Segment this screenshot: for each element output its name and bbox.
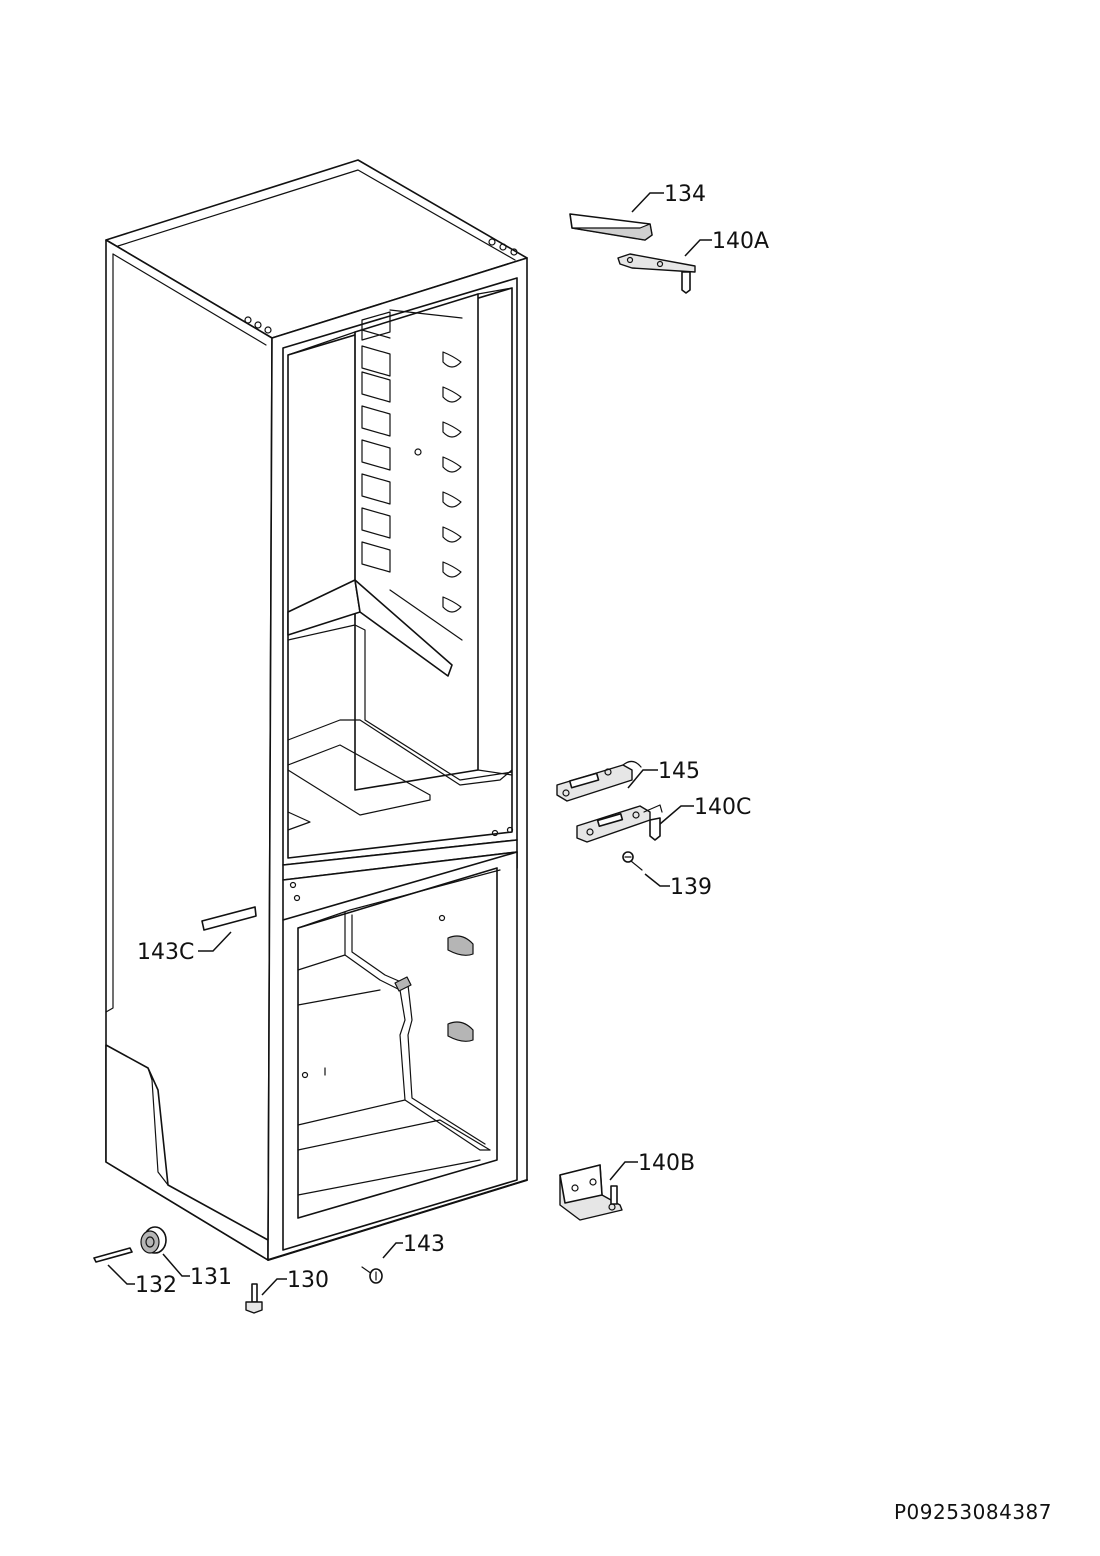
label-140C: 140C	[694, 795, 751, 820]
label-131: 131	[190, 1265, 232, 1290]
label-132: 132	[135, 1273, 177, 1298]
document-code: P09253084387	[893, 1500, 1052, 1524]
freezer-clip-upper	[447, 935, 474, 956]
label-143: 143	[403, 1232, 445, 1257]
part-140C-middle-hinge	[576, 804, 663, 843]
top-hinge-holes	[244, 238, 518, 334]
part-labels: 134 140A 145 140C 139 143C 140B 143 132 …	[135, 182, 769, 1298]
label-134: 134	[664, 182, 706, 207]
label-130: 130	[287, 1268, 329, 1293]
left-wall-ribs	[361, 311, 391, 573]
part-140B-bottom-hinge	[559, 1164, 623, 1221]
crisper-area	[287, 624, 513, 831]
label-143C: 143C	[137, 940, 194, 965]
cabinet	[105, 159, 528, 1261]
freezer-clip-lower	[447, 1021, 474, 1042]
part-140A-top-hinge	[617, 253, 696, 294]
part-134-hinge-cover	[569, 213, 653, 241]
label-140A: 140A	[712, 229, 769, 254]
part-145-hinge-plate	[556, 760, 642, 802]
part-131-wheel	[140, 1226, 167, 1254]
part-130-adjustable-foot	[245, 1283, 263, 1314]
label-140B: 140B	[638, 1151, 695, 1176]
freezer-compartment	[282, 851, 518, 1251]
part-143-bolt	[361, 1266, 383, 1284]
label-139: 139	[670, 875, 712, 900]
shelf-supports	[442, 351, 462, 613]
part-143C-label-strip	[201, 906, 257, 931]
label-145: 145	[658, 759, 700, 784]
part-132-pin	[93, 1247, 133, 1263]
part-139-screw	[622, 851, 643, 871]
fridge-compartment	[282, 277, 518, 866]
callout-leaders	[107, 192, 712, 1296]
